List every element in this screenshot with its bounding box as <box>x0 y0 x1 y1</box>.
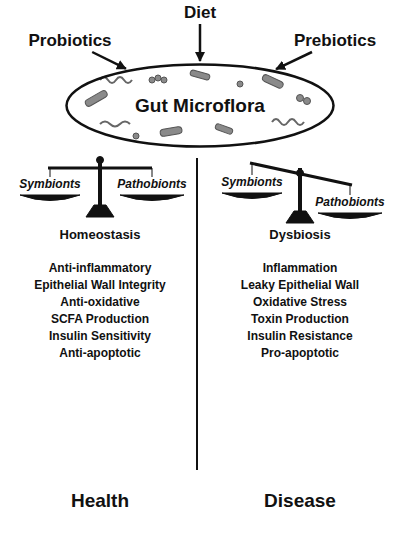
node-text: Diet <box>184 3 216 23</box>
effect-item: Insulin Resistance <box>205 330 395 344</box>
rod-bacterium <box>190 70 211 81</box>
rod-bacterium <box>160 126 183 137</box>
divider-line <box>196 158 198 470</box>
coccus-bacterium <box>297 95 304 102</box>
effect-item: Insulin Sensitivity <box>5 330 195 344</box>
coccus-bacterium <box>161 77 167 83</box>
scale-pan <box>20 195 80 201</box>
rod-bacterium <box>261 74 284 90</box>
scale-string <box>50 168 51 177</box>
effect-item: Anti-apoptotic <box>5 347 195 361</box>
scale-base <box>86 205 114 217</box>
flow-arrow <box>199 24 202 61</box>
effect-item: Toxin Production <box>205 313 395 327</box>
coccus-bacterium <box>304 98 311 105</box>
input-text: Prebiotics <box>280 30 390 52</box>
outcome-label: Health <box>25 490 175 512</box>
outcome-label: Disease <box>225 490 375 512</box>
scale-label: Pathobionts <box>110 178 194 192</box>
effect-item: Oxidative Stress <box>205 296 395 310</box>
scale-pivot <box>97 157 104 164</box>
node-text: Gut Microflora <box>135 95 265 117</box>
rod-bacterium <box>84 89 108 107</box>
scale-pan <box>318 213 382 219</box>
scale-string <box>350 185 351 195</box>
scale-pan <box>222 193 282 199</box>
effect-item: Inflammation <box>205 262 395 276</box>
scale-label: Symbionts <box>210 176 294 190</box>
coccus-bacterium <box>155 75 161 81</box>
flow-arrow <box>276 52 312 69</box>
input-text: Diet <box>160 2 240 24</box>
scale-base <box>286 211 314 223</box>
state-label: Dysbiosis <box>225 228 375 243</box>
scale-label: Symbionts <box>8 178 92 192</box>
effect-item: Epithelial Wall Integrity <box>5 279 195 293</box>
tipped-scale <box>222 163 382 223</box>
effect-item: Pro-apoptotic <box>205 347 395 361</box>
coccus-bacterium <box>149 77 155 83</box>
scale-pivot <box>297 170 304 177</box>
state-label: Homeostasis <box>25 228 175 243</box>
coccus-bacterium <box>133 133 139 139</box>
ellipse-outline <box>67 65 334 147</box>
scale-pan <box>120 195 184 201</box>
effect-item: Anti-oxidative <box>5 296 195 310</box>
effect-item: SCFA Production <box>5 313 195 327</box>
node-text: Prebiotics <box>294 31 376 51</box>
effect-item: Anti-inflammatory <box>5 262 195 276</box>
bacteria <box>84 70 310 139</box>
scale-label: Pathobionts <box>308 196 392 210</box>
coccus-bacterium <box>237 81 243 87</box>
scale-string <box>252 164 253 175</box>
flow-arrow <box>92 52 126 69</box>
scale-string <box>152 168 153 177</box>
rod-bacterium <box>215 123 234 135</box>
scale-post <box>98 160 102 212</box>
node-text: Probiotics <box>28 31 111 51</box>
microflora-ellipse: Gut Microflora <box>65 63 335 148</box>
spiral-bacterium <box>272 119 304 125</box>
input-text: Probiotics <box>20 30 120 52</box>
spiral-bacterium <box>100 122 130 127</box>
effect-item: Leaky Epithelial Wall <box>205 279 395 293</box>
